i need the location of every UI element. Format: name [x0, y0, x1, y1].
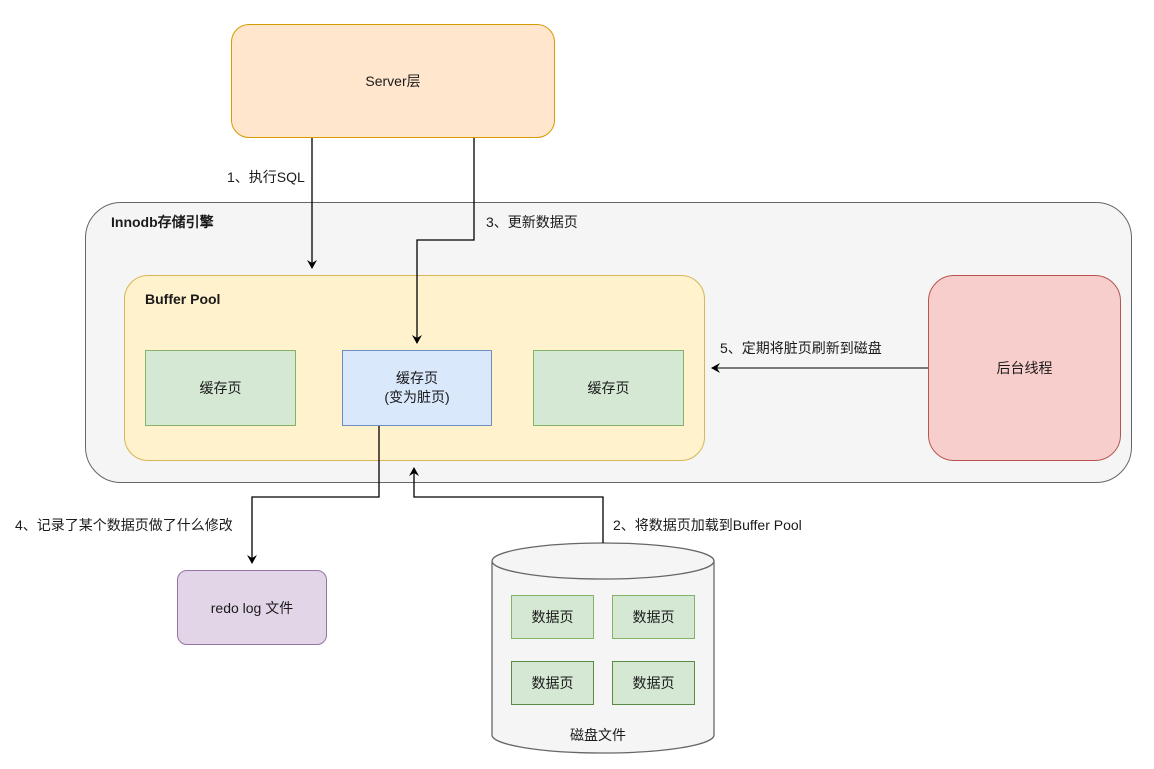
edge-label-step4: 4、记录了某个数据页做了什么修改 [15, 517, 233, 533]
data-page-label: 数据页 [632, 675, 675, 691]
dirty-cache-page-note: (变为脏页) [384, 389, 450, 405]
buffer-pool-title: Buffer Pool [145, 291, 221, 307]
cache-page-label: 缓存页 [587, 380, 630, 396]
edge-record-redo [247, 426, 380, 564]
innodb-engine-title: Innodb存储引擎 [111, 214, 214, 230]
data-page-node[interactable]: 数据页 [511, 661, 594, 705]
data-page-node[interactable]: 数据页 [511, 595, 594, 639]
edge-update-page [412, 138, 475, 344]
server-layer-label: Server层 [365, 73, 421, 89]
server-layer-node[interactable]: Server层 [231, 24, 555, 138]
background-thread-label: 后台线程 [996, 360, 1053, 376]
edge-label-step5: 5、定期将脏页刷新到磁盘 [720, 340, 882, 356]
data-page-node[interactable]: 数据页 [612, 595, 695, 639]
redo-log-file-label: redo log 文件 [210, 599, 294, 616]
edge-label-step1: 1、执行SQL [227, 169, 305, 185]
data-page-label: 数据页 [531, 609, 574, 625]
edge-load-page [409, 467, 604, 543]
edge-label-step2: 2、将数据页加载到Buffer Pool [613, 517, 802, 533]
cache-page-label: 缓存页 [199, 380, 242, 396]
edge-label-step3: 3、更新数据页 [486, 214, 578, 230]
redo-log-file-node[interactable]: redo log 文件 [177, 570, 327, 645]
cache-page-node[interactable]: 缓存页 [145, 350, 296, 426]
disk-file-label: 磁盘文件 [570, 727, 626, 743]
dirty-cache-page-node[interactable]: 缓存页 (变为脏页) [342, 350, 492, 426]
data-page-label: 数据页 [531, 675, 574, 691]
disk-cylinder-node[interactable] [491, 542, 715, 754]
data-page-node[interactable]: 数据页 [612, 661, 695, 705]
dirty-cache-page-label: 缓存页 [395, 370, 438, 386]
data-page-label: 数据页 [632, 609, 675, 625]
cache-page-node[interactable]: 缓存页 [533, 350, 684, 426]
background-thread-node[interactable]: 后台线程 [928, 275, 1121, 461]
